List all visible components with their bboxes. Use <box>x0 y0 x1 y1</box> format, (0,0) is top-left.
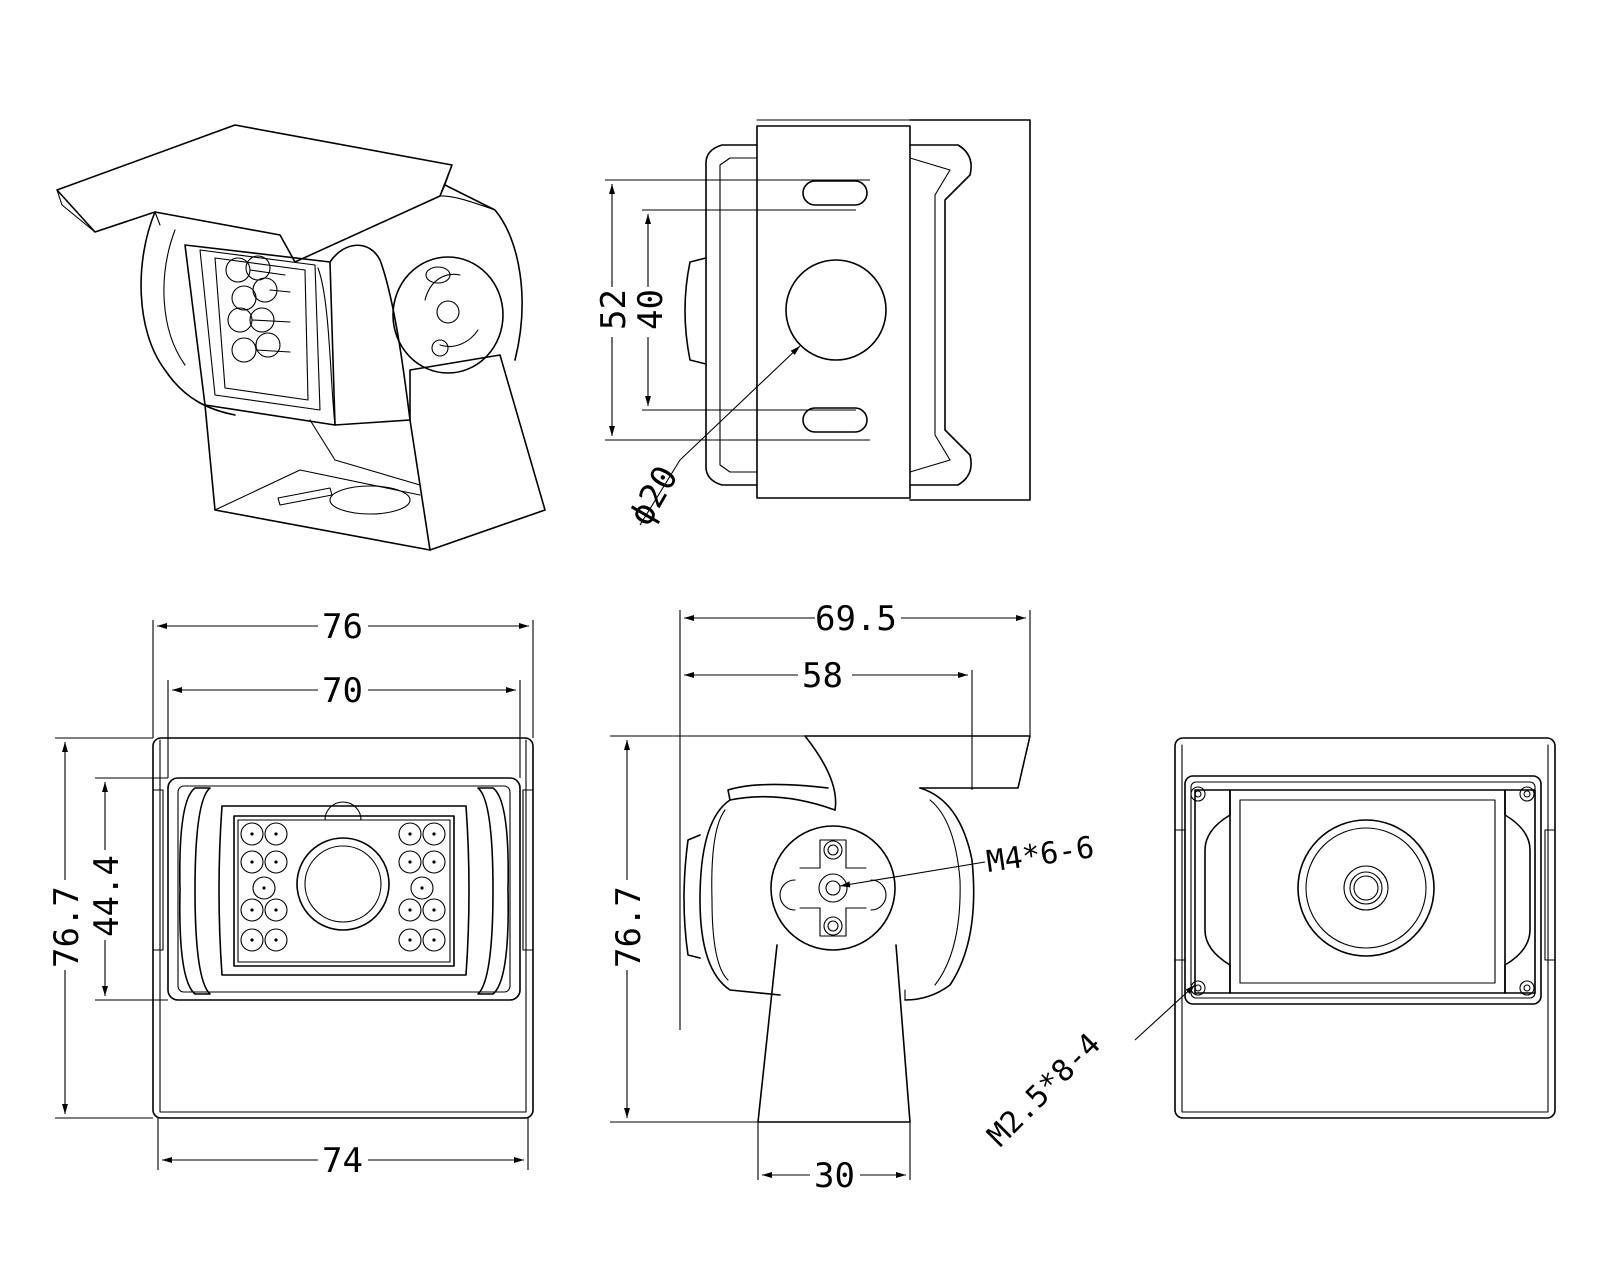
rear-view <box>1134 737 1556 1119</box>
front-view-led <box>422 928 446 952</box>
front-view-led-center <box>274 832 278 836</box>
front-view-dim-70: 70 <box>322 671 363 711</box>
front-view-led <box>398 898 422 922</box>
front-view-dim-76: 76 <box>322 607 363 647</box>
front-view-led-center <box>432 832 436 836</box>
rear-view-cable-gland <box>1297 819 1435 957</box>
front-view-led <box>264 822 288 846</box>
front-view-led <box>240 928 264 952</box>
front-view-led-center <box>250 908 254 912</box>
front-view-lens <box>296 837 390 931</box>
front-view-dim-44-4: 44.4 <box>87 855 127 937</box>
front-view-led-center <box>432 860 436 864</box>
front-view-led <box>422 822 446 846</box>
front-view-led-center <box>274 860 278 864</box>
front-view-led <box>252 876 276 900</box>
top-view-dim-40: 40 <box>631 289 671 330</box>
front-view-led <box>398 850 422 874</box>
front-view-led-center <box>408 908 412 912</box>
side-view-dim-30: 30 <box>814 1156 855 1196</box>
front-view-led <box>264 898 288 922</box>
side-view-dim-69-5: 69.5 <box>815 599 897 639</box>
top-view-dim-phi20: ϕ20 <box>621 459 686 532</box>
front-view-led-center <box>274 938 278 942</box>
front-view-dim-76-7: 76.7 <box>47 886 87 968</box>
callout-mount-screw: M4*6-6 <box>984 830 1096 880</box>
front-view-led <box>422 850 446 874</box>
rear-view-screws <box>1190 786 1535 996</box>
front-view-led <box>264 850 288 874</box>
front-view-led <box>422 898 446 922</box>
front-view-led-center <box>420 886 424 890</box>
front-view-led-center <box>408 938 412 942</box>
top-view-dim-52: 52 <box>594 289 634 330</box>
callout-rear-screws: M2.5*8-4 <box>981 1027 1108 1154</box>
side-view-dim-76-7: 76.7 <box>609 886 649 968</box>
top-view <box>605 119 1031 526</box>
front-view-led <box>410 876 434 900</box>
front-view-dim-74: 74 <box>322 1141 363 1181</box>
isometric-led-array <box>225 255 291 363</box>
front-view-led-center <box>432 908 436 912</box>
front-view-led <box>240 898 264 922</box>
isometric-mount-hub <box>392 256 504 374</box>
front-view-led <box>240 822 264 846</box>
front-view-led-center <box>262 886 266 890</box>
front-view-led <box>264 928 288 952</box>
front-view-led-array <box>240 822 446 952</box>
front-view-led-center <box>250 938 254 942</box>
side-view-mount-hub <box>770 825 896 951</box>
front-view-led <box>398 822 422 846</box>
front-view-led-center <box>432 938 436 942</box>
front-view-led-center <box>274 908 278 912</box>
front-view-led <box>240 850 264 874</box>
front-view-led <box>398 928 422 952</box>
top-view-cable-hole <box>785 259 887 361</box>
isometric-view <box>56 124 546 551</box>
front-view-led-center <box>250 832 254 836</box>
front-view-led-center <box>250 860 254 864</box>
front-view-led-center <box>408 860 412 864</box>
front-view-led-center <box>408 832 412 836</box>
side-view-dim-58: 58 <box>802 656 843 696</box>
